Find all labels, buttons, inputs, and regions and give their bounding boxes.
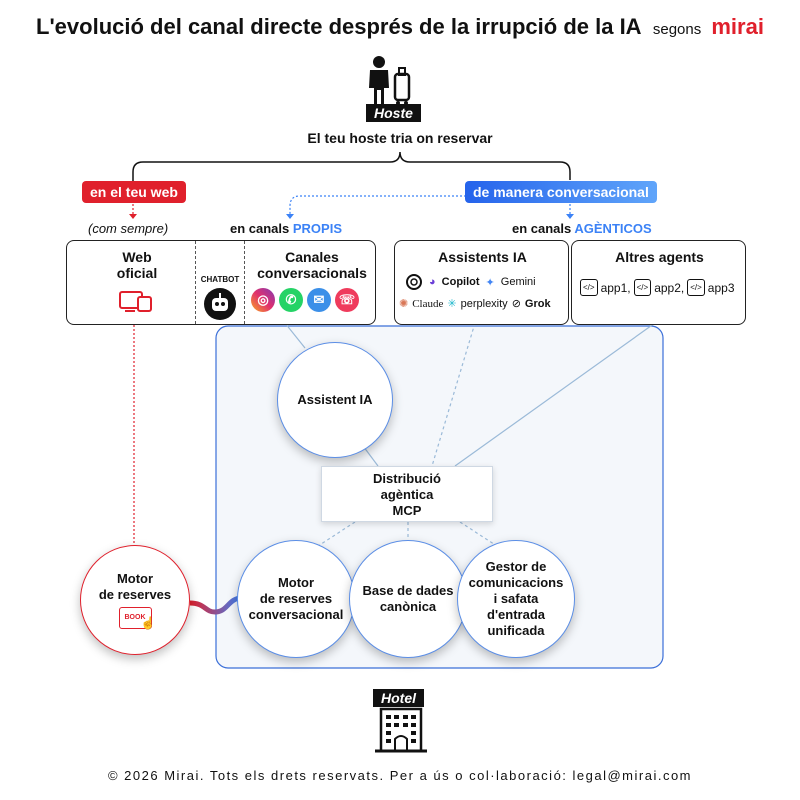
line-motor-link bbox=[189, 595, 243, 615]
other-agents-card: Altres agents </>app1, </>app2, </>app3 bbox=[571, 240, 746, 325]
line-agents-distribution bbox=[454, 322, 656, 467]
ai-card-title: Assistents IA bbox=[438, 249, 527, 265]
hotel-building-icon bbox=[375, 707, 427, 753]
chatbot-icon bbox=[204, 288, 236, 320]
conversational-engine-circle: Motor de reserves conversacional bbox=[237, 540, 355, 658]
db-l1: Base de dades bbox=[362, 583, 454, 598]
line-ai-distribution bbox=[431, 322, 476, 467]
canonical-database-circle: Base de dades canònica bbox=[349, 540, 467, 658]
motor-l1: Motor bbox=[116, 571, 154, 586]
perplexity-label: perplexity bbox=[460, 297, 508, 310]
motor-l2: de reserves bbox=[98, 587, 172, 602]
agentic-highlight: AGÈNTICOS bbox=[574, 221, 652, 236]
gemini-icon: ✦ bbox=[485, 276, 495, 289]
app-icon: </> bbox=[580, 279, 598, 296]
line-dist-motor bbox=[314, 521, 356, 549]
email-icon: ✉ bbox=[307, 288, 331, 312]
web-title-l2: oficial bbox=[116, 265, 158, 281]
grok-label: Grok bbox=[524, 297, 551, 310]
app-icon: </> bbox=[687, 279, 705, 296]
book-label: BOOK bbox=[118, 607, 152, 629]
page-title: L'evolució del canal directe després de … bbox=[0, 14, 800, 40]
booking-engine-circle: Motor de reserves BOOK ☝ bbox=[80, 545, 190, 655]
agentic-prefix: en canals bbox=[512, 221, 575, 236]
copyright-footer: © 2026 Mirai. Tots els drets reservats. … bbox=[107, 768, 693, 783]
web-title-l1: Web bbox=[122, 249, 152, 265]
comms-l5: unificada bbox=[487, 623, 545, 638]
app-icon: </> bbox=[633, 279, 652, 296]
agent-apps: </>app1, </>app2, </>app3 bbox=[580, 279, 735, 296]
agentic-arrowhead bbox=[566, 214, 574, 219]
agentic-channels-label: en canals AGÈNTICOS bbox=[512, 221, 652, 236]
perplexity-icon: ✳ bbox=[447, 298, 457, 310]
own-prefix: en canals bbox=[230, 221, 293, 236]
web-branch-pill: en el teu web bbox=[82, 181, 186, 203]
copilot-icon: ◕ bbox=[429, 276, 436, 288]
own-arrowhead bbox=[286, 214, 294, 219]
app2-label: app2, bbox=[654, 280, 685, 295]
phone-icon: ☏ bbox=[335, 288, 359, 312]
agents-card-title: Altres agents bbox=[615, 249, 704, 265]
comms-l3: i safata bbox=[493, 591, 539, 606]
hotel-label: Hotel bbox=[373, 689, 424, 707]
title-segons: segons bbox=[652, 21, 702, 38]
openai-icon bbox=[406, 274, 422, 290]
app1-label: app1, bbox=[600, 280, 631, 295]
conv-icons: ◎ ✆ ✉ ☏ bbox=[251, 288, 359, 312]
own-highlight: PROPIS bbox=[292, 221, 342, 236]
dist-l1: Distribució bbox=[373, 471, 441, 486]
assistant-ia-circle: Assistent IA bbox=[277, 342, 393, 458]
title-main: L'evolució del canal directe després de … bbox=[36, 14, 641, 39]
ai-assistants-card: Assistents IA ◕ Copilot ✦ Gemini ✺Claude ✳… bbox=[394, 240, 569, 325]
guest-icon bbox=[369, 56, 411, 105]
web-arrowhead bbox=[129, 214, 137, 219]
conv-title-l2: conversacionals bbox=[257, 265, 367, 281]
ai-brands-row1: ◕ Copilot ✦ Gemini bbox=[405, 273, 536, 291]
line-conv-assistant bbox=[284, 322, 306, 349]
copilot-label: Copilot bbox=[441, 276, 480, 288]
claude-label: Claude bbox=[412, 297, 444, 310]
guest-label: Hoste bbox=[366, 104, 421, 122]
comms-l2: comunicacions bbox=[468, 575, 564, 590]
choice-bracket bbox=[132, 151, 571, 188]
chatbot-label: CHATBOT bbox=[200, 275, 240, 284]
hand-pointer-icon: ☝ bbox=[140, 616, 156, 630]
motor-conv-l2: de reserves bbox=[259, 591, 333, 606]
chatbot-section: CHATBOT bbox=[195, 241, 245, 324]
own-arrow bbox=[289, 195, 466, 216]
own-channels-label: en canals PROPIS bbox=[230, 221, 342, 236]
web-devices-icon bbox=[119, 291, 152, 312]
grok-icon: ⊘ bbox=[511, 298, 521, 310]
own-channels-card: Web oficial CHATBOT Canales conversacion… bbox=[66, 240, 376, 325]
motor-conv-l3: conversacional bbox=[248, 607, 344, 622]
book-icon: BOOK ☝ bbox=[118, 607, 155, 630]
ai-brands-row2: ✺Claude ✳perplexity ⊘Grok bbox=[399, 297, 551, 311]
brand-logo: mirai bbox=[711, 14, 764, 39]
web-card-title: Web oficial bbox=[87, 249, 187, 281]
claude-icon: ✺ bbox=[399, 298, 409, 310]
conversational-branch-pill: de manera conversacional bbox=[465, 181, 657, 203]
gemini-label: Gemini bbox=[500, 276, 536, 288]
line-dist-comms bbox=[459, 521, 501, 549]
guest-subtitle: El teu hoste tria on reservar bbox=[307, 130, 493, 146]
conv-title-l1: Canales bbox=[285, 249, 339, 265]
dist-l2: agèntica bbox=[380, 487, 434, 502]
comms-l1: Gestor de bbox=[485, 559, 547, 574]
agentic-distribution-box: Distribució agèntica MCP bbox=[321, 466, 493, 522]
db-l2: canònica bbox=[379, 599, 437, 614]
instagram-icon: ◎ bbox=[251, 288, 275, 312]
whatsapp-icon: ✆ bbox=[279, 288, 303, 312]
dist-l3: MCP bbox=[392, 503, 422, 518]
communications-manager-circle: Gestor de comunicacions i safata d'entra… bbox=[457, 540, 575, 658]
motor-conv-l1: Motor bbox=[277, 575, 315, 590]
app3-label: app3 bbox=[707, 280, 735, 295]
conv-card-title: Canales conversacionals bbox=[247, 249, 377, 281]
always-label: (com sempre) bbox=[88, 221, 169, 236]
comms-l4: d'entrada bbox=[487, 607, 545, 622]
